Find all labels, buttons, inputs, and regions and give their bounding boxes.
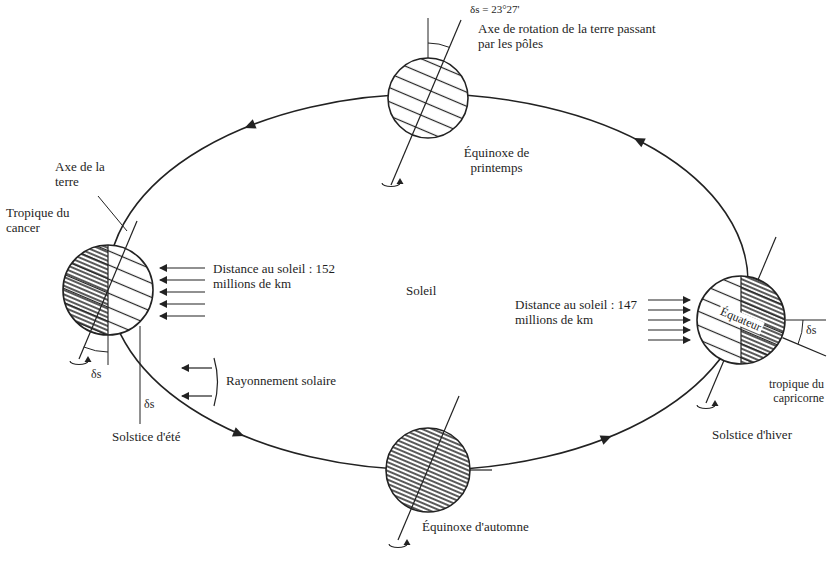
angle-label-box: δs: [91, 368, 101, 382]
earth-globe: Équateur: [696, 275, 786, 365]
solar-ray: [160, 303, 205, 304]
season-label: Solstice d'hiver: [712, 427, 792, 442]
earth-globe: [388, 18, 468, 185]
earth-globe: [398, 396, 459, 540]
season-label-box: Solstice d'hiver: [712, 428, 792, 443]
rotation-arrow: [397, 178, 404, 184]
earth-globe: [428, 43, 450, 47]
earth-globe: [428, 18, 429, 58]
earth-axis: [798, 320, 803, 344]
rotation-arrow: [697, 400, 719, 409]
orbit: [631, 134, 645, 148]
night-side: [741, 276, 785, 364]
earth-globe: [84, 347, 108, 352]
solar-ray: [160, 291, 205, 292]
season-label: Équinoxe de printemps: [464, 145, 529, 175]
radiation-label-box: Rayonnement solaire: [226, 374, 336, 389]
season-label-box: Solstice d'été: [112, 430, 180, 445]
distance-label-box: Distance au soleil : 152 millions de km: [213, 262, 345, 292]
solar-ray: [648, 309, 690, 310]
distance-label: Distance au soleil : 147 millions de km: [515, 297, 637, 327]
earth-axis: [786, 320, 826, 321]
angle-label: δs: [144, 397, 154, 411]
angle-label-box: δs: [806, 324, 816, 338]
earth-outline: [697, 276, 785, 364]
earth-globe: [470, 469, 492, 470]
solar-ray: [160, 315, 205, 316]
angle-label-box: δs: [144, 398, 154, 412]
earth-hatching: [697, 276, 785, 364]
tropic-label: Tropique du cancer: [6, 205, 69, 235]
orbit: [108, 94, 748, 470]
angle-label-box: δs = 23°27': [470, 3, 520, 16]
orbit: [243, 119, 257, 132]
radiation-label: Rayonnement solaire: [226, 373, 336, 388]
solar-ray: [648, 299, 690, 300]
axis-label-box: Axe de la terre: [55, 160, 117, 190]
leader-line: [98, 196, 127, 231]
solar-ray: [160, 267, 205, 268]
solar-ray: [214, 358, 218, 406]
angle-label: δs: [806, 323, 816, 337]
angle-label: δs: [91, 367, 101, 381]
tropic-label-box: tropique du capricorne: [750, 378, 824, 406]
season-label-box: Équinoxe d'automne: [422, 520, 529, 535]
axis-label: Axe de rotation de la terre passant par …: [478, 21, 656, 51]
earth-globe: [108, 335, 109, 365]
rotation-arrow: [389, 539, 411, 548]
angle-label: δs = 23°27': [470, 3, 520, 15]
rotation-arrow: [70, 356, 92, 365]
earth-axis: [782, 338, 826, 356]
earth-globe: [386, 396, 492, 540]
solar-ray: [648, 319, 690, 320]
earth-globe: [391, 20, 461, 185]
earth-globe: [697, 276, 785, 364]
orbit: [232, 427, 246, 440]
rotation-arrow: [404, 539, 411, 545]
leader-line: [140, 326, 141, 424]
earth-globe: [63, 245, 108, 335]
rotation-arrow: [70, 178, 719, 548]
earth-globe: [63, 196, 153, 424]
solar-ray: [182, 395, 212, 396]
tropic-label-box: Tropique du cancer: [6, 206, 84, 236]
rotation-arrow: [382, 178, 404, 187]
solar-ray: [182, 367, 212, 368]
solar-ray: [648, 329, 690, 330]
tropic-label: tropique du capricorne: [769, 377, 824, 405]
sun-label-box: Soleil: [406, 284, 436, 299]
axis-label-box: Axe de rotation de la terre passant par …: [478, 22, 668, 52]
orbit: [108, 94, 748, 470]
orbit: [600, 431, 614, 444]
season-label-box: Équinoxe de printemps: [444, 146, 549, 176]
distance-label-box: Distance au soleil : 147 millions de km: [515, 298, 643, 328]
rotation-arrow: [85, 356, 92, 362]
sun-label: Soleil: [406, 283, 436, 298]
axis-label: Axe de la terre: [55, 159, 105, 189]
distance-label: Distance au soleil : 152 millions de km: [213, 261, 335, 291]
season-label: Équinoxe d'automne: [422, 519, 529, 534]
rotation-arrow: [712, 400, 719, 406]
solar-ray: [648, 339, 690, 340]
season-label: Solstice d'été: [112, 429, 180, 444]
solar-ray: [160, 279, 205, 280]
